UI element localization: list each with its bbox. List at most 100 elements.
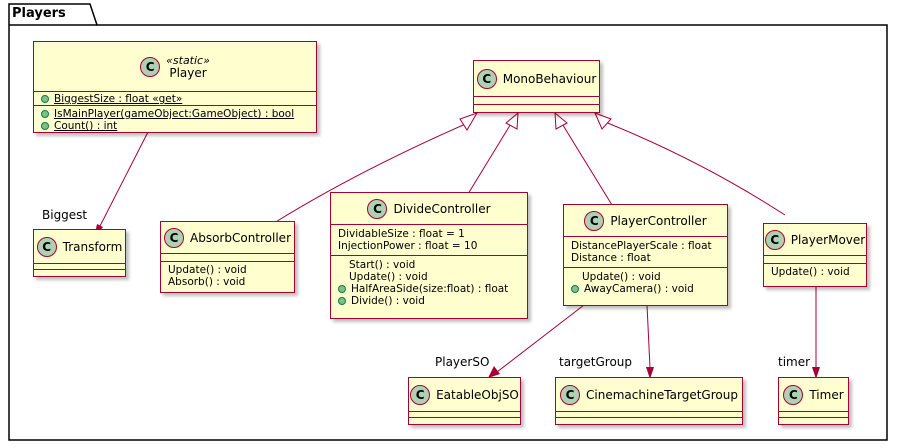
class-icon: C <box>164 227 184 248</box>
class-header: C DivideController <box>331 193 527 225</box>
class-methods <box>779 418 848 424</box>
class-timer[interactable]: C Timer <box>778 377 849 425</box>
class-header: C CinemachineTargetGroup <box>556 378 742 412</box>
class-header: C «static» Player <box>34 42 316 92</box>
class-fields <box>34 264 125 270</box>
class-fields <box>764 256 866 264</box>
class-header: C Transform <box>34 230 125 264</box>
role-label-biggest: Biggest <box>42 208 88 222</box>
class-playercontroller[interactable]: C PlayerController DistancePlayerScale :… <box>563 204 728 306</box>
method-text: HalfAreaSide(size:float) : float <box>351 283 509 295</box>
class-name: DivideController <box>393 201 491 216</box>
class-fields: BiggestSize : float «get» <box>34 92 316 106</box>
class-methods: Update() : void <box>764 264 866 280</box>
class-icon: C <box>476 68 497 89</box>
field-row: BiggestSize : float «get» <box>41 93 312 105</box>
method-text: IsMainPlayer(gameObject:GameObject) : bo… <box>54 108 295 120</box>
method-text: Divide() : void <box>351 295 425 307</box>
method-row: Update() : void <box>771 266 850 278</box>
method-row: Absorb() : void <box>168 276 246 288</box>
inheritance-triangle <box>459 112 479 131</box>
field-row: Distance : float <box>571 252 651 264</box>
inheritance-line <box>560 121 613 206</box>
method-row: Divide() : void <box>338 295 523 307</box>
class-stereotype: «static» <box>166 53 210 67</box>
role-label-timer: timer <box>778 355 811 369</box>
class-cinemachinetargetgroup[interactable]: C CinemachineTargetGroup <box>555 377 743 425</box>
class-header: C AbsorbController <box>161 222 294 254</box>
class-transform[interactable]: C Transform <box>33 229 126 277</box>
method-row: Update() : void <box>168 264 247 276</box>
class-absorbcontroller[interactable]: C AbsorbController Update() : void Absor… <box>160 221 295 293</box>
class-fields <box>556 412 742 418</box>
method-row: AwayCamera() : void <box>571 283 723 295</box>
class-header: C EatableObjSO <box>409 378 520 412</box>
method-row: Count() : int <box>41 120 312 132</box>
class-name: EatableObjSO <box>436 387 519 402</box>
method-row: HalfAreaSide(size:float) : float <box>338 283 523 295</box>
inheritance-line <box>604 121 786 216</box>
method-row: Update() : void <box>349 271 428 283</box>
package-title: Players <box>12 6 66 21</box>
class-header: C PlayerController <box>564 205 727 237</box>
field-text: BiggestSize : float «get» <box>54 93 183 105</box>
public-dot-icon <box>571 285 579 293</box>
class-icon: C <box>367 198 388 219</box>
method-row: Update() : void <box>582 271 661 283</box>
class-icon: C <box>764 229 785 250</box>
public-dot-icon <box>338 297 346 305</box>
class-name: PlayerController <box>610 213 707 228</box>
inheritance-triangle <box>554 111 568 130</box>
class-methods: Start() : void Update() : void HalfAreaS… <box>331 256 527 309</box>
class-fields <box>409 412 520 418</box>
class-methods: Update() : void Absorb() : void <box>161 262 294 290</box>
class-eatableobjso[interactable]: C EatableObjSO <box>408 377 521 425</box>
class-name: Transform <box>62 239 123 254</box>
public-dot-icon <box>41 110 49 118</box>
arrowhead <box>646 367 654 379</box>
inheritance-triangle <box>505 111 519 130</box>
class-methods <box>556 418 742 424</box>
class-name: MonoBehaviour <box>502 71 597 86</box>
arrowhead <box>812 367 820 379</box>
inheritance-line <box>273 121 471 224</box>
class-fields <box>161 254 294 262</box>
class-fields <box>474 97 599 105</box>
role-label-playerso: PlayerSO <box>435 355 490 369</box>
association-line <box>646 304 651 369</box>
field-row: DistancePlayerScale : float <box>571 240 712 252</box>
class-methods: Update() : void AwayCamera() : void <box>564 268 727 297</box>
public-dot-icon <box>41 122 49 130</box>
class-methods <box>474 105 599 113</box>
class-methods: IsMainPlayer(gameObject:GameObject) : bo… <box>34 106 316 134</box>
method-text: AwayCamera() : void <box>584 283 694 295</box>
arrowhead <box>488 366 500 378</box>
class-name: CinemachineTargetGroup <box>586 387 738 402</box>
class-fields: DividableSize : float = 1 InjectionPower… <box>331 225 527 256</box>
association-line <box>99 131 149 227</box>
class-header: C MonoBehaviour <box>474 61 599 97</box>
association-line <box>496 304 585 373</box>
class-title: «static» Player <box>166 54 210 80</box>
class-dividecontroller[interactable]: C DivideController DividableSize : float… <box>330 192 528 319</box>
method-row: IsMainPlayer(gameObject:GameObject) : bo… <box>41 108 312 120</box>
class-fields: DistancePlayerScale : float Distance : f… <box>564 237 727 268</box>
class-icon: C <box>783 384 804 405</box>
class-header: C Timer <box>779 378 848 412</box>
class-methods <box>34 270 125 276</box>
class-monobehaviour[interactable]: C MonoBehaviour <box>473 60 600 113</box>
class-playermover[interactable]: C PlayerMover Update() : void <box>763 223 867 287</box>
field-row: InjectionPower : float = 10 <box>338 240 478 252</box>
class-name: Player <box>169 65 207 80</box>
method-row: Start() : void <box>349 259 416 271</box>
method-text: Count() : int <box>54 120 118 132</box>
class-header: C PlayerMover <box>764 224 866 256</box>
inheritance-triangle <box>594 112 612 130</box>
class-name: Timer <box>809 387 844 402</box>
class-icon: C <box>36 236 57 257</box>
class-player[interactable]: C «static» Player BiggestSize : float «g… <box>33 41 317 133</box>
class-name: PlayerMover <box>790 232 866 247</box>
field-row: DividableSize : float = 1 <box>338 228 465 240</box>
class-icon: C <box>584 210 605 231</box>
